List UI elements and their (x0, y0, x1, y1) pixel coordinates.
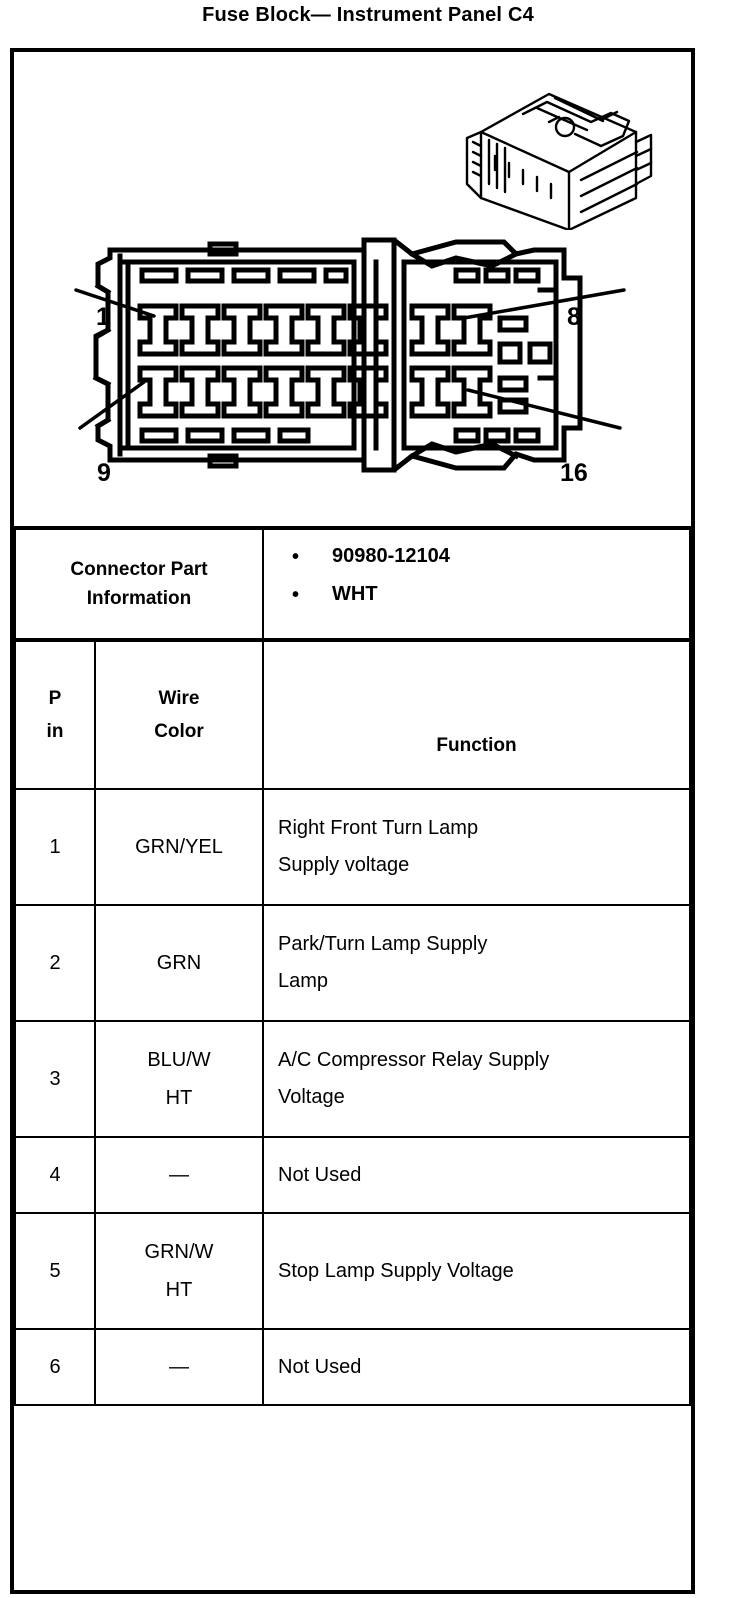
wire-color-line-2: HT (165, 1279, 193, 1301)
cell-function: Not Used (262, 1328, 691, 1406)
cell-wire-color: GRN/W HT (94, 1212, 264, 1330)
cell-function: Stop Lamp Supply Voltage (262, 1212, 691, 1330)
pin-function-table: P in Wire Color Function 1 GRN/YEL Right… (14, 640, 691, 1406)
connector-color-value: WHT (332, 583, 378, 605)
part-info-label-line-1: Connector Part (70, 558, 208, 580)
column-header-pin: P in (14, 640, 96, 790)
cell-pin: 3 (14, 1020, 96, 1138)
cell-wire-color: GRN/YEL (94, 788, 264, 906)
cell-wire-color: — (94, 1328, 264, 1406)
pin-head-line-1: P (48, 687, 62, 709)
function-line-1: Not Used (278, 1355, 362, 1378)
part-number-value: 90980-12104 (332, 545, 450, 567)
column-header-function: Function (262, 640, 691, 790)
cell-wire-color: GRN (94, 904, 264, 1022)
wire-color-line-1: GRN (156, 952, 202, 974)
table-row: 1 GRN/YEL Right Front Turn Lamp Supply v… (14, 788, 691, 906)
function-line-1: Right Front Turn Lamp (278, 817, 479, 839)
table-row: 4 — Not Used (14, 1136, 691, 1214)
callout-pin-8: 8 (567, 303, 581, 331)
table-row: 5 GRN/W HT Stop Lamp Supply Voltage (14, 1212, 691, 1330)
cell-function: Right Front Turn Lamp Supply voltage (262, 788, 691, 906)
connector-datasheet-frame: 1 8 9 16 Connector Part Information • 90… (10, 48, 695, 1594)
table-row: 6 — Not Used (14, 1328, 691, 1406)
wire-color-line-1: GRN/YEL (135, 836, 223, 858)
function-line-1: A/C Compressor Relay Supply (278, 1049, 550, 1071)
cell-function: Not Used (262, 1136, 691, 1214)
function-line-2: Supply voltage (278, 854, 410, 876)
part-info-label-line-2: Information (86, 588, 192, 609)
part-info-row: Connector Part Information • 90980-12104… (14, 530, 691, 640)
callout-pin-16: 16 (560, 459, 588, 487)
function-line-2: Voltage (278, 1086, 345, 1108)
function-line-2: Lamp (278, 970, 329, 992)
table-row: 2 GRN Park/Turn Lamp Supply Lamp (14, 904, 691, 1022)
cell-pin: 4 (14, 1136, 96, 1214)
connector-part-information-table: Connector Part Information • 90980-12104… (14, 530, 691, 640)
bullet-icon: • (292, 584, 300, 606)
cell-wire-color: — (94, 1136, 264, 1214)
wire-head-line-2: Color (154, 721, 204, 742)
connector-body-3d-icon (465, 92, 653, 230)
cell-wire-color: BLU/W HT (94, 1020, 264, 1138)
column-header-wire-color: Wire Color (94, 640, 264, 790)
part-info-values-cell: • 90980-12104 • WHT (262, 530, 691, 640)
pin-head-line-2: in (46, 721, 64, 742)
page-title: Fuse Block— Instrument Panel C4 (202, 4, 534, 26)
table-row: 3 BLU/W HT A/C Compressor Relay Supply V… (14, 1020, 691, 1138)
cell-function: Park/Turn Lamp Supply Lamp (262, 904, 691, 1022)
wire-color-line-1: BLU/W (147, 1049, 211, 1071)
part-info-label-cell: Connector Part Information (14, 530, 264, 640)
connector-face-view-icon (74, 237, 626, 473)
part-info-bullet-color: • WHT (288, 583, 679, 606)
function-line-1: Not Used (278, 1163, 362, 1186)
callout-pin-9: 9 (97, 459, 111, 487)
wire-color-line-2: HT (165, 1087, 193, 1109)
cell-pin: 1 (14, 788, 96, 906)
connector-illustration-panel: 1 8 9 16 (14, 52, 691, 530)
pin-table-header-row: P in Wire Color Function (14, 640, 691, 790)
part-info-bullet-part-number: • 90980-12104 (288, 545, 679, 568)
cell-pin: 5 (14, 1212, 96, 1330)
part-info-bullet-list: • 90980-12104 • WHT (288, 545, 679, 606)
function-line-1: Park/Turn Lamp Supply (278, 933, 488, 955)
bullet-icon: • (292, 546, 300, 568)
wire-color-line-1: GRN/W (144, 1241, 214, 1263)
cell-pin: 2 (14, 904, 96, 1022)
cell-pin: 6 (14, 1328, 96, 1406)
callout-pin-1: 1 (96, 303, 110, 331)
function-line-1: Stop Lamp Supply Voltage (278, 1259, 514, 1282)
cell-function: A/C Compressor Relay Supply Voltage (262, 1020, 691, 1138)
wire-head-line-1: Wire (158, 687, 200, 709)
